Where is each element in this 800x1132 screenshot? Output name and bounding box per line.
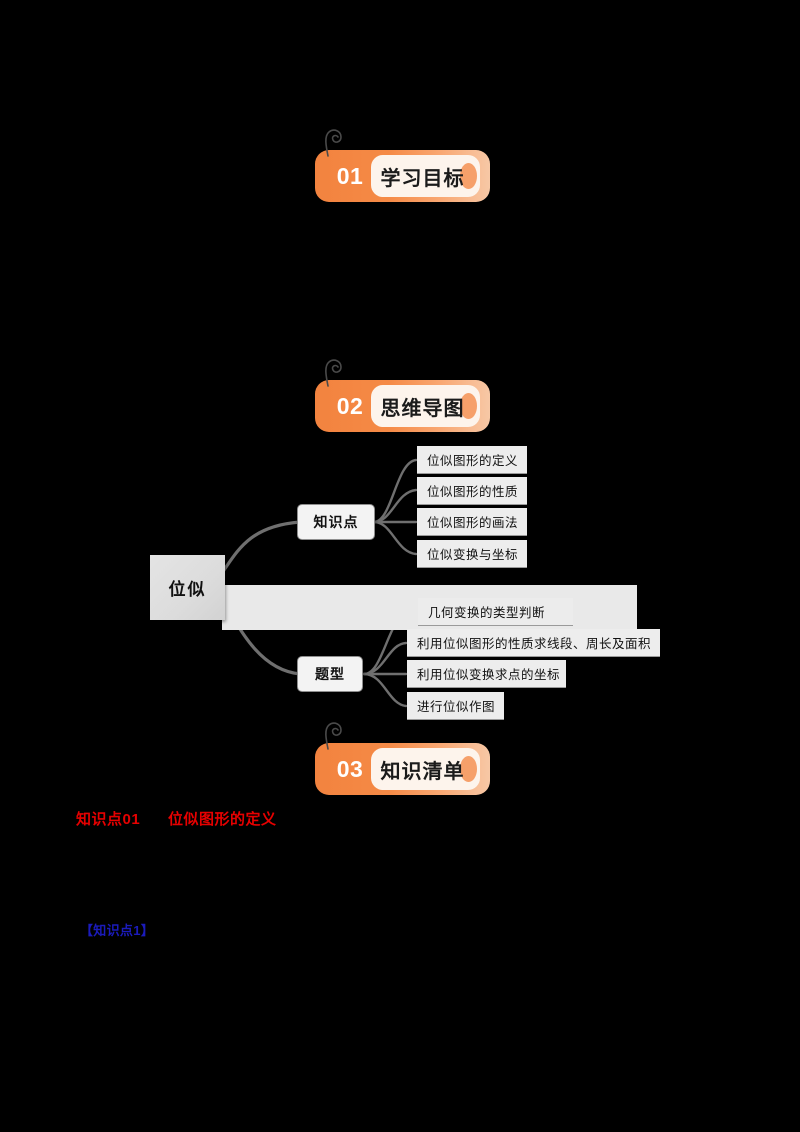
mindmap-leaf-label: 几何变换的类型判断 [428, 606, 546, 620]
section-badge-03: 03 知识清单 [315, 722, 490, 795]
mindmap-branch-problemtypes[interactable]: 题型 [297, 656, 363, 692]
badge-panel [371, 155, 480, 197]
mindmap-leaf[interactable]: 进行位似作图 [407, 692, 504, 720]
paperclip-icon [325, 359, 342, 387]
section-number: 02 [336, 392, 364, 419]
note-heading-knowledge-index: 知识点01 [76, 811, 141, 828]
section-number: 03 [336, 755, 364, 782]
paperclip-icon [325, 722, 342, 750]
mindmap-root-label: 位似 [168, 580, 207, 599]
mindmap-leaf[interactable]: 位似图形的定义 [417, 446, 527, 474]
badge-panel [371, 748, 480, 790]
note-subheading-knowledge-1: 【知识点1】 [80, 923, 155, 938]
mindmap-leaf[interactable]: 位似图形的性质 [417, 477, 527, 505]
section-badge-02: 02 思维导图 [315, 359, 490, 432]
mindmap-leaf-label: 位似图形的画法 [427, 516, 519, 530]
mindmap-leaf[interactable]: 位似变换与坐标 [417, 540, 527, 568]
section-number: 01 [336, 162, 364, 189]
mindmap-leaf[interactable]: 利用位似变换求点的坐标 [407, 660, 566, 688]
mindmap-branch-knowledge[interactable]: 知识点 [297, 504, 375, 540]
paperclip-icon [325, 129, 342, 157]
mindmap-branch-label: 题型 [315, 666, 345, 682]
mindmap-leaf-label: 位似图形的定义 [427, 454, 519, 468]
note-heading-knowledge-title: 位似图形的定义 [168, 811, 277, 828]
badge-notch-shape [460, 756, 477, 782]
section-title: 知识清单 [380, 760, 465, 783]
section-title: 思维导图 [380, 397, 465, 420]
mindmap-branch-label: 知识点 [313, 514, 359, 530]
section-badge-01: 01 学习目标 [315, 129, 490, 202]
badge-notch-shape [460, 393, 477, 419]
mindmap-leaf[interactable]: 几何变换的类型判断 [418, 598, 573, 626]
badge-notch-shape [460, 163, 477, 189]
mindmap-root-node[interactable]: 位似 [150, 555, 225, 620]
mindmap-leaf[interactable]: 位似图形的画法 [417, 508, 527, 536]
section-title: 学习目标 [380, 167, 465, 190]
mindmap-leaf-label: 位似图形的性质 [427, 485, 519, 499]
mindmap-leaf-label: 进行位似作图 [417, 700, 496, 714]
mindmap-leaf-label: 利用位似变换求点的坐标 [417, 668, 561, 682]
badge-panel [371, 385, 480, 427]
mindmap-leaf-label: 利用位似图形的性质求线段、周长及面积 [417, 637, 652, 651]
mindmap-leaf-label: 位似变换与坐标 [427, 548, 519, 562]
mindmap-leaf[interactable]: 利用位似图形的性质求线段、周长及面积 [407, 629, 660, 657]
mindmap-connectors [220, 458, 418, 708]
mindmap-diagram: 位似 知识点 题型 位似图形的定义 位似图形的性质 位似图形的画法 位似变换与坐… [0, 430, 800, 730]
